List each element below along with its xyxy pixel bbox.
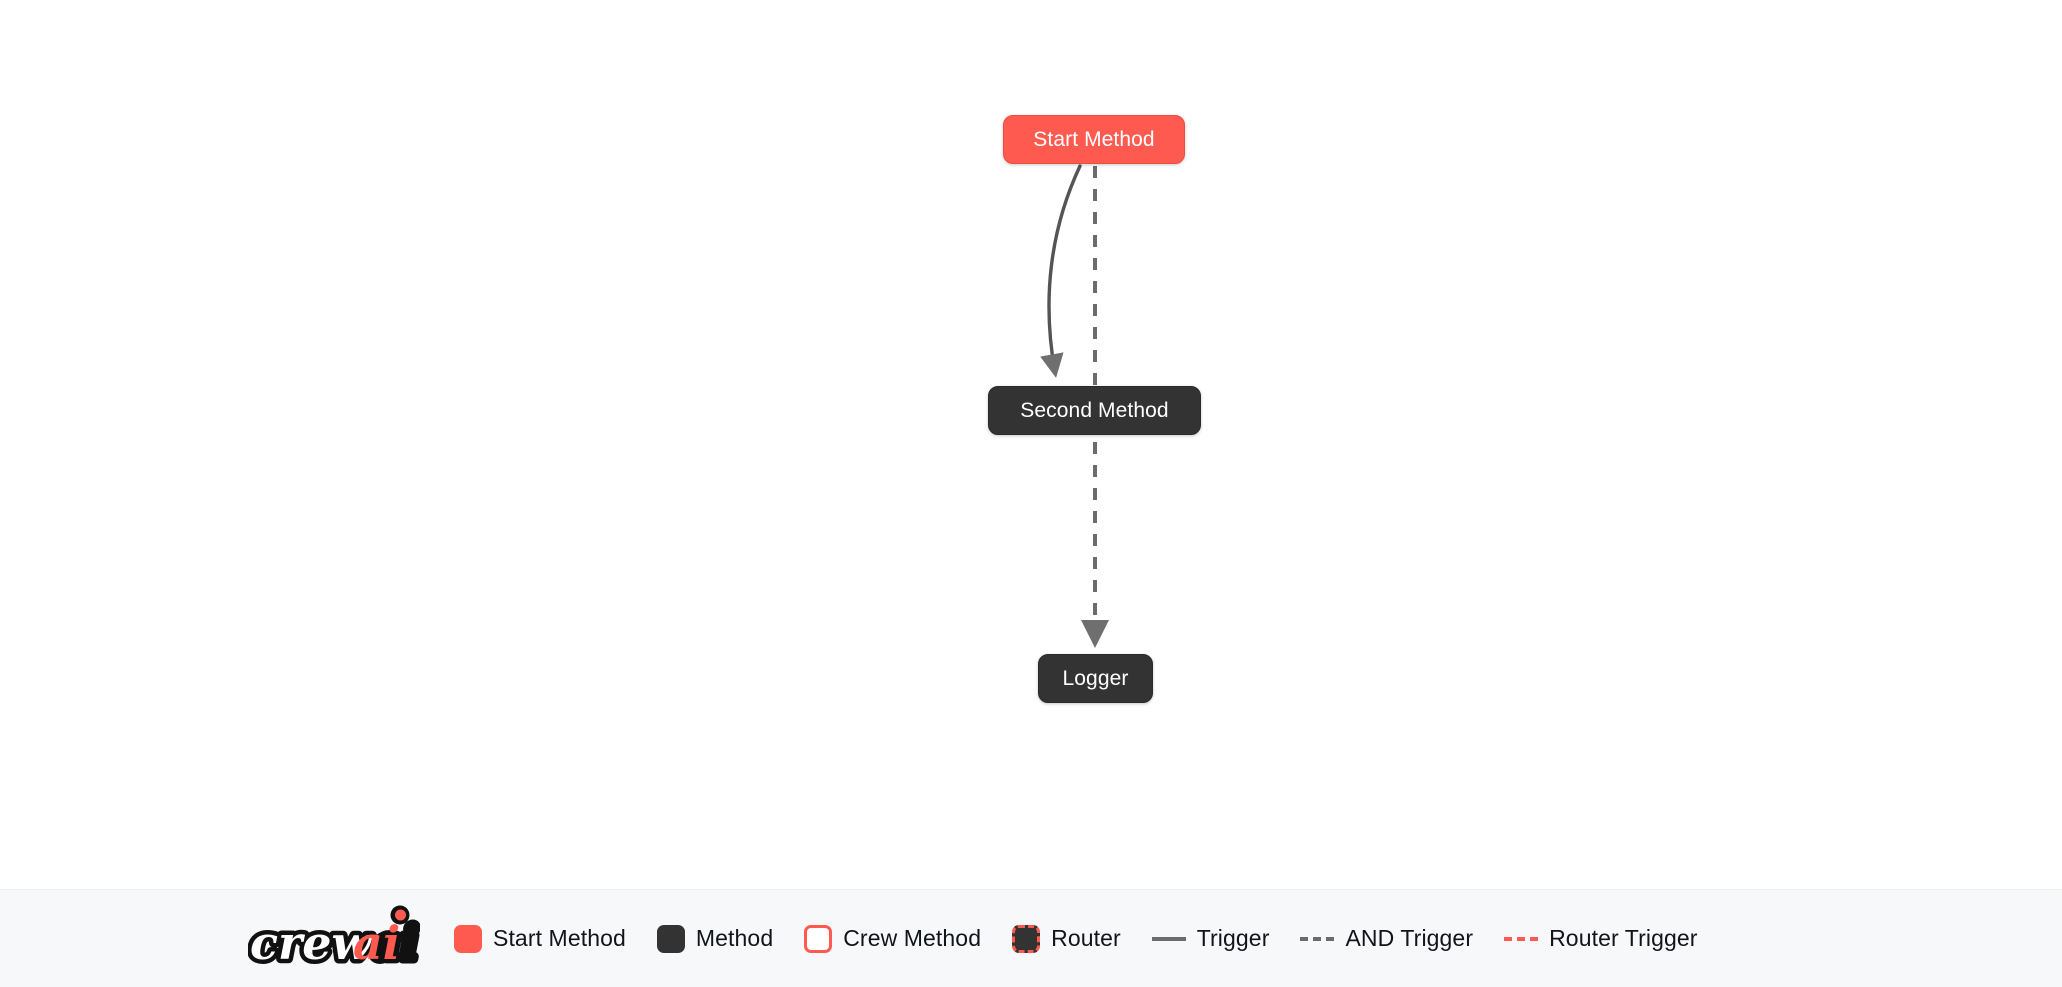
svg-text:crewai: crewai [250,916,418,970]
legend-item-router-trigger: Router Trigger [1504,925,1697,952]
node-start-method[interactable]: Start Method [1003,115,1185,164]
legend-item-and-trigger: AND Trigger [1300,925,1473,952]
edge-start-to-second [1040,164,1082,378]
crew-method-swatch-icon [804,924,833,953]
node-second-method[interactable]: Second Method [988,386,1201,435]
legend-item-crew-method: Crew Method [804,924,982,953]
trigger-line-icon [1151,936,1186,941]
start-method-swatch-icon [454,924,482,953]
svg-text:crew: crew [250,916,373,970]
legend-item-start-method: Start Method [454,924,626,953]
legend-item-router: Router [1012,924,1121,953]
legend-item-method: Method [656,924,774,953]
legend-label: Crew Method [843,925,982,951]
legend-label: Router Trigger [1549,925,1698,951]
node-label: Second Method [1020,398,1169,422]
node-logger[interactable]: Logger [1038,654,1153,703]
node-label: Start Method [1033,127,1155,151]
legend-label: Method [695,925,774,951]
svg-text:ai: ai [353,916,400,970]
flow-diagram-canvas[interactable]: Start Method Second Method Logger [0,0,2062,889]
legend-label: Trigger [1196,925,1270,951]
router-swatch-icon [1012,924,1041,953]
router-trigger-line-icon [1504,936,1539,941]
node-label: Logger [1062,666,1129,690]
legend-label: Start Method [493,925,626,951]
crewai-logo: crewai crew ai [248,905,420,974]
method-swatch-icon [656,924,685,953]
legend-bar: crewai crew ai Start Method Method Crew … [0,889,2062,987]
legend-label: Router [1051,925,1121,951]
legend-label: AND Trigger [1345,925,1474,951]
and-trigger-line-icon [1300,936,1335,941]
legend-item-trigger: Trigger [1151,925,1270,952]
